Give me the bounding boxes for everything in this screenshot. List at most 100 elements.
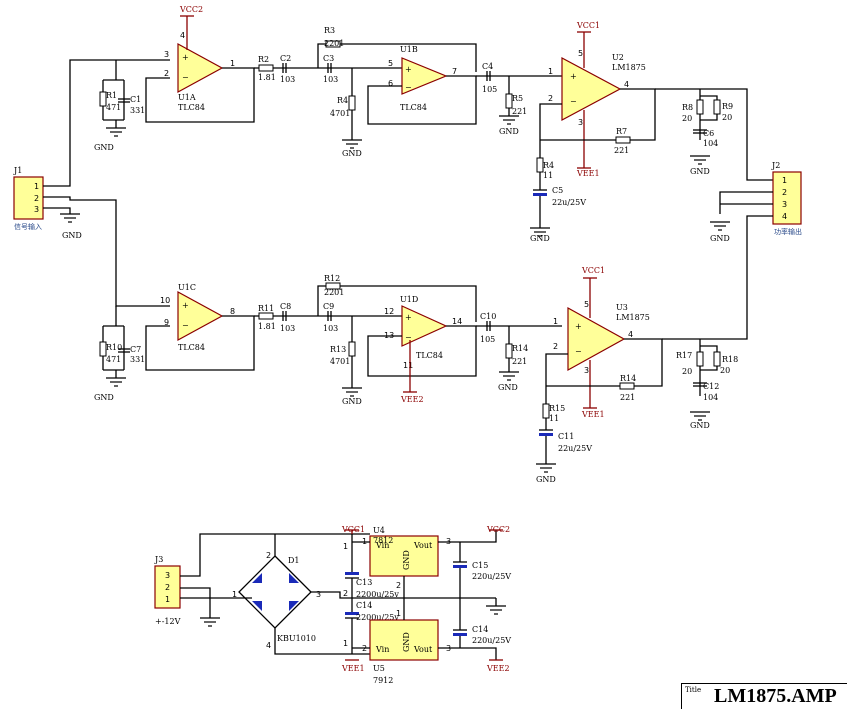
svg-text:+: + [575,322,582,331]
svg-text:GND: GND [690,167,710,176]
svg-text:221: 221 [620,393,635,402]
svg-text:5: 5 [388,59,393,68]
svg-text:2201: 2201 [324,39,344,48]
title-label: Title [685,686,702,694]
svg-text:R18: R18 [722,355,738,364]
svg-text:3: 3 [164,50,169,59]
svg-text:LM1875: LM1875 [612,63,646,72]
svg-text:105: 105 [482,85,497,94]
svg-text:VEE1: VEE1 [581,410,605,419]
svg-text:331: 331 [130,106,145,115]
svg-text:+: + [182,301,189,310]
svg-text:1.81: 1.81 [258,322,276,331]
svg-text:2200u/25v: 2200u/25v [356,613,399,622]
svg-text:11: 11 [543,171,553,180]
svg-text:R10: R10 [106,343,122,352]
svg-text:R8: R8 [682,103,693,112]
svg-text:5: 5 [584,300,589,309]
svg-text:GND: GND [690,421,710,430]
svg-text:3: 3 [316,590,321,599]
svg-text:2201: 2201 [324,288,344,297]
svg-text:C7: C7 [130,345,141,354]
svg-text:103: 103 [280,75,295,84]
svg-text:1: 1 [548,67,553,76]
svg-text:4: 4 [782,212,787,221]
svg-text:TLC84: TLC84 [178,103,205,112]
svg-text:J1: J1 [13,166,22,175]
svg-text:471: 471 [106,103,121,112]
svg-text:C2: C2 [280,54,291,63]
svg-text:VCC2: VCC2 [486,525,510,534]
svg-text:GND: GND [710,234,730,243]
svg-text:103: 103 [323,324,338,333]
svg-text:2: 2 [343,589,348,598]
svg-text:20: 20 [722,113,732,122]
svg-text:信号输入: 信号输入 [14,222,42,231]
svg-text:1: 1 [782,176,787,185]
svg-text:C10: C10 [480,312,496,321]
svg-text:GND: GND [499,127,519,136]
svg-text:221: 221 [512,357,527,366]
title-block [681,683,847,709]
svg-text:C3: C3 [323,54,334,63]
svg-text:7812: 7812 [373,536,393,545]
svg-text:TLC84: TLC84 [400,103,427,112]
svg-text:Vout: Vout [413,645,433,654]
svg-text:VCC2: VCC2 [179,5,203,14]
svg-text:220u/25V: 220u/25V [472,636,511,645]
svg-text:3: 3 [782,200,787,209]
svg-text:−: − [182,321,189,330]
svg-text:U4: U4 [373,526,385,535]
svg-text:1: 1 [165,595,170,604]
svg-text:R14: R14 [620,374,636,383]
svg-text:2: 2 [164,69,169,78]
svg-text:4: 4 [628,330,633,339]
svg-text:4701: 4701 [330,109,350,118]
svg-text:R17: R17 [676,351,692,360]
svg-text:U2: U2 [612,53,624,62]
svg-text:5: 5 [578,49,583,58]
svg-text:C6: C6 [703,129,714,138]
svg-text:R15: R15 [549,404,565,413]
svg-text:1: 1 [232,590,237,599]
svg-text:VEE2: VEE2 [486,664,510,673]
svg-text:VCC1: VCC1 [576,21,600,30]
svg-text:7912: 7912 [373,676,393,685]
svg-text:C14: C14 [472,625,488,634]
svg-text:20: 20 [720,366,730,375]
svg-text:10: 10 [160,296,170,305]
svg-text:331: 331 [130,355,145,364]
svg-text:−: − [405,83,412,92]
svg-text:+: + [182,53,189,62]
svg-text:22u/25V: 22u/25V [558,444,592,453]
svg-text:1: 1 [553,317,558,326]
svg-text:2: 2 [165,583,170,592]
svg-text:U1D: U1D [400,295,418,304]
svg-text:+: + [570,72,577,81]
svg-text:471: 471 [106,355,121,364]
svg-text:4: 4 [624,80,629,89]
svg-text:D1: D1 [288,556,300,565]
svg-text:1.81: 1.81 [258,73,276,82]
svg-text:GND: GND [498,383,518,392]
svg-text:GND: GND [94,143,114,152]
svg-text:GND: GND [402,632,411,652]
svg-text:R2: R2 [258,55,269,64]
svg-text:C15: C15 [472,561,488,570]
svg-text:2: 2 [548,94,553,103]
svg-text:2: 2 [782,188,787,197]
svg-text:104: 104 [703,393,718,402]
svg-text:GND: GND [530,234,550,243]
svg-text:12: 12 [384,307,394,316]
svg-text:11: 11 [549,414,559,423]
svg-text:2: 2 [396,581,401,590]
svg-text:Vout: Vout [413,541,433,550]
svg-text:VEE1: VEE1 [341,664,365,673]
svg-text:3: 3 [34,205,39,214]
svg-text:1: 1 [343,542,348,551]
svg-text:VEE1: VEE1 [576,169,600,178]
svg-text:R3: R3 [324,26,335,35]
connector-j3: J3 3 2 1 +-12V [154,555,181,626]
svg-text:8: 8 [230,307,235,316]
